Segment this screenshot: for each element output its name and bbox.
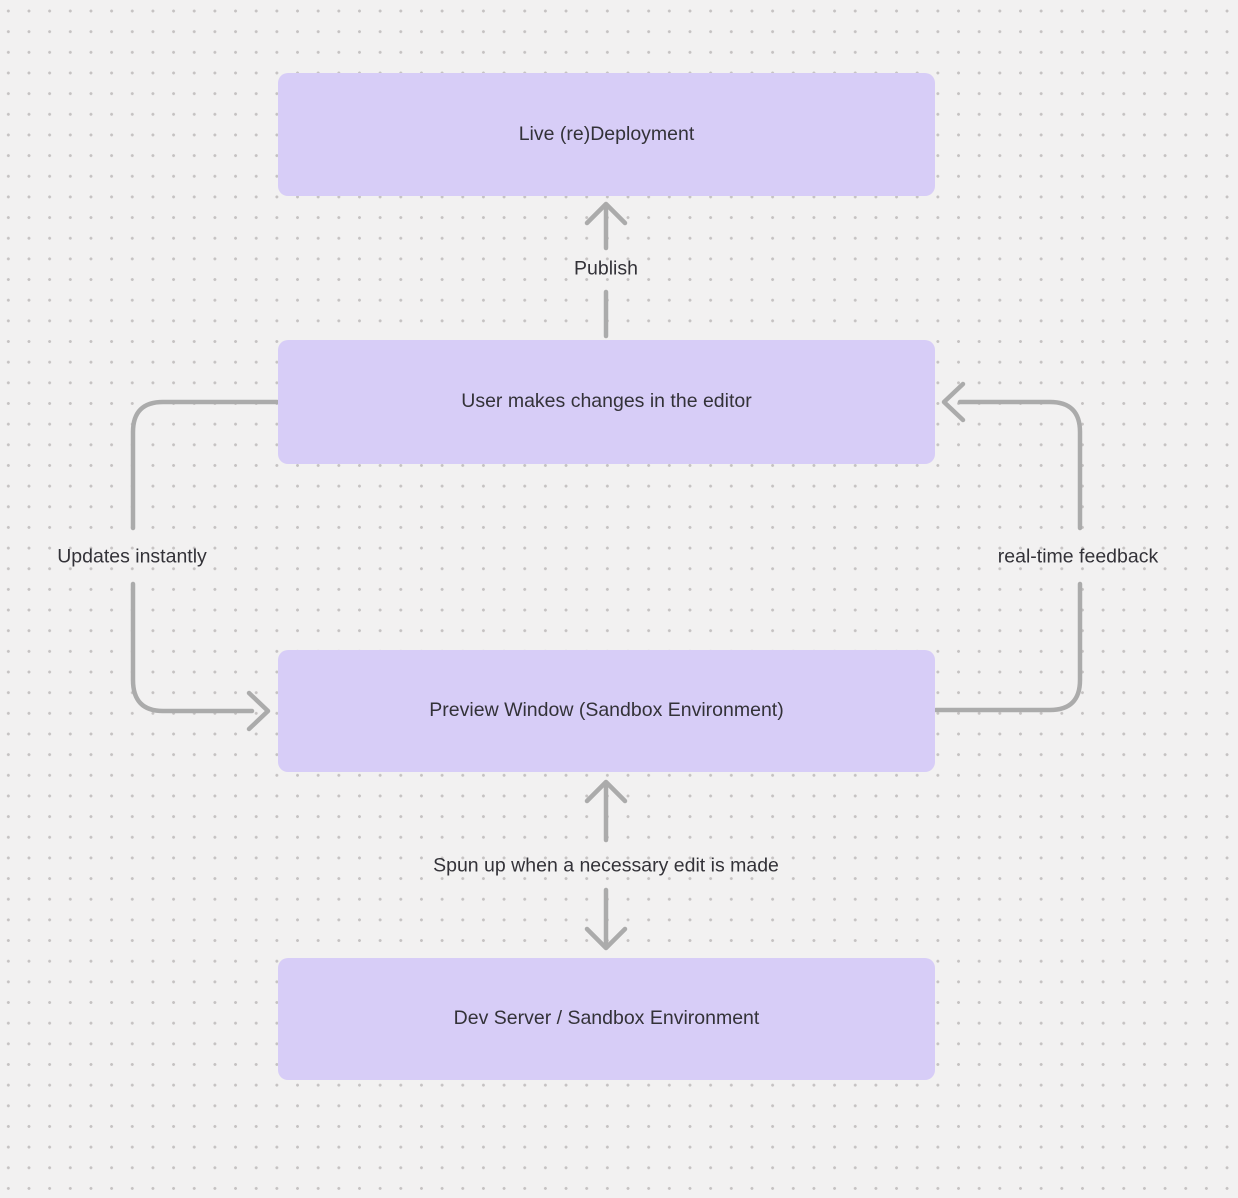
node-dev-server[interactable]: Dev Server / Sandbox Environment — [278, 958, 935, 1080]
edge-label-real-time-feedback: real-time feedback — [997, 545, 1159, 568]
node-preview-window[interactable]: Preview Window (Sandbox Environment) — [278, 650, 935, 772]
node-label-dev-server: Dev Server / Sandbox Environment — [453, 1007, 760, 1030]
node-user-editor[interactable]: User makes changes in the editor — [278, 340, 935, 464]
edge-label-publish: Publish — [574, 257, 638, 280]
node-label-preview-window: Preview Window (Sandbox Environment) — [429, 699, 784, 722]
edge-label-spun-up: Spun up when a necessary edit is made — [433, 854, 779, 877]
edge-label-updates-instantly: Updates instantly — [57, 545, 207, 568]
node-live-redeployment[interactable]: Live (re)Deployment — [278, 73, 935, 196]
node-label-user-editor: User makes changes in the editor — [461, 390, 752, 413]
node-label-live-redeployment: Live (re)Deployment — [518, 122, 695, 145]
